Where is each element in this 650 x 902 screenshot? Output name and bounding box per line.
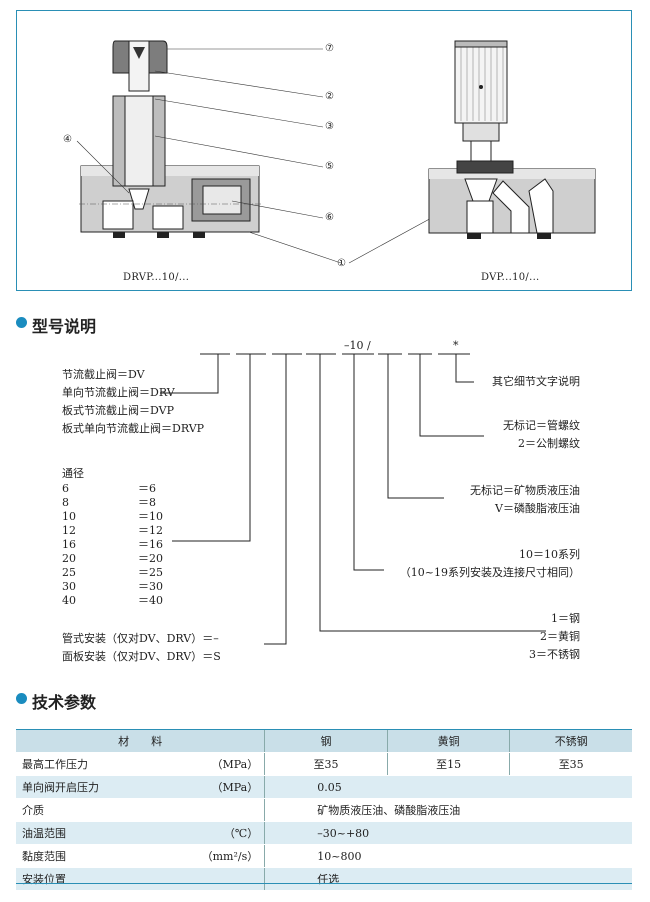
row-value-steel: 至35	[264, 752, 388, 776]
caption-dvp: DVP...10/...	[481, 272, 540, 283]
model-code-lines	[160, 353, 546, 645]
bore-value: ＝8	[138, 496, 156, 509]
bore-value: ＝30	[138, 580, 163, 593]
bullet-icon	[16, 317, 27, 328]
bore-value: ＝40	[138, 594, 163, 607]
bullet-icon	[16, 693, 27, 704]
bore-title: 通径	[62, 467, 84, 480]
row-name: 单向阀开启压力	[16, 775, 168, 799]
row-value-brass: 至15	[386, 752, 510, 776]
bore-value: ＝20	[138, 552, 163, 565]
valve-drawings	[76, 40, 596, 264]
row-unit: （mm²/s）	[167, 844, 265, 868]
label-thread-none: 无标记＝管螺纹	[503, 419, 580, 432]
label-other: 其它细节文字说明	[492, 375, 580, 388]
callout-4: ④	[63, 134, 72, 145]
bore-key: 10	[62, 510, 76, 523]
bore-key: 20	[62, 552, 76, 565]
bore-key: 16	[62, 538, 76, 551]
table-row: 介质 矿物质液压油、磷酸脂液压油	[16, 798, 632, 822]
table-bottom-rule	[16, 883, 632, 884]
row-value: 矿物质液压油、磷酸脂液压油	[264, 798, 632, 822]
mount-panel: 面板安装（仅对DV、DRV）＝S	[62, 650, 221, 663]
callout-1: ①	[337, 258, 346, 269]
row-value: –30~+80	[264, 821, 632, 845]
bore-key: 12	[62, 524, 76, 537]
bore-value: ＝12	[138, 524, 163, 537]
row-unit	[167, 867, 265, 891]
row-name: 安装位置	[16, 867, 168, 891]
tech-table: 材 料 钢 黄铜 不锈钢 最高工作压力 （MPa） 至35 至15 至35 单向…	[16, 729, 632, 891]
dvp-drawing	[428, 40, 596, 239]
row-value-ss: 至35	[509, 752, 632, 776]
label-mat-2: 2＝黄铜	[540, 630, 580, 643]
row-name: 油温范围	[16, 821, 168, 845]
callout-5: ⑤	[325, 161, 334, 172]
header-brass: 黄铜	[386, 729, 510, 753]
callout-3: ③	[325, 121, 334, 132]
callout-6: ⑥	[325, 212, 334, 223]
type-dvp: 板式节流截止阀＝DVP	[62, 404, 174, 417]
table-row: 最高工作压力 （MPa） 至35 至15 至35	[16, 752, 632, 776]
label-series: 10＝10系列	[519, 548, 580, 561]
label-mat-1: 1＝钢	[551, 612, 580, 625]
bore-value: ＝6	[138, 482, 156, 495]
table-header-row: 材 料 钢 黄铜 不锈钢	[16, 729, 632, 753]
bore-key: 8	[62, 496, 69, 509]
label-thread-2: 2＝公制螺纹	[518, 437, 580, 450]
table-row: 单向阀开启压力 （MPa） 0.05	[16, 775, 632, 799]
bore-key: 40	[62, 594, 76, 607]
row-value: 任选	[264, 867, 632, 891]
bore-value: ＝25	[138, 566, 163, 579]
label-series-note: （10~19系列安装及连接尺寸相同）	[399, 566, 580, 579]
table-row: 油温范围 （℃） –30~+80	[16, 821, 632, 845]
figure-frame: ⑦ ② ③ ⑤ ⑥ ① ④ DRVP...10/... DVP...10/...	[16, 10, 632, 291]
caption-drvp: DRVP...10/...	[123, 272, 190, 283]
label-fluid-none: 无标记＝矿物质液压油	[470, 484, 580, 497]
label-fluid-v: V＝磷酸脂液压油	[495, 502, 580, 515]
label-mat-3: 3＝不锈钢	[529, 648, 580, 661]
bore-key: 25	[62, 566, 76, 579]
header-ss: 不锈钢	[509, 729, 632, 753]
row-name: 最高工作压力	[16, 752, 168, 776]
type-dv: 节流截止阀＝DV	[62, 368, 145, 381]
type-drv: 单向节流截止阀＝DRV	[62, 386, 175, 399]
code-segment-10: –10 /	[344, 339, 371, 352]
code-segment-star: *	[453, 339, 459, 352]
row-unit: （MPa）	[167, 752, 265, 776]
bore-key: 6	[62, 482, 69, 495]
bore-key: 30	[62, 580, 76, 593]
row-unit: （MPa）	[167, 775, 265, 799]
mount-pipe: 管式安装（仅对DV、DRV）＝–	[62, 632, 219, 645]
callout-2: ②	[325, 91, 334, 102]
callout-7: ⑦	[325, 43, 334, 54]
header-material: 材 料	[16, 729, 265, 753]
bore-value: ＝10	[138, 510, 163, 523]
header-steel: 钢	[264, 729, 388, 753]
table-row: 黏度范围 （mm²/s） 10~800	[16, 844, 632, 868]
bore-value: ＝16	[138, 538, 163, 551]
row-name: 介质	[16, 798, 168, 822]
row-value: 10~800	[264, 844, 632, 868]
row-unit: （℃）	[167, 821, 265, 845]
table-row: 安装位置 任选	[16, 867, 632, 891]
row-value: 0.05	[264, 775, 632, 799]
row-name: 黏度范围	[16, 844, 168, 868]
tech-heading: 技术参数	[32, 693, 97, 712]
drvp-drawing	[76, 40, 436, 264]
row-unit	[167, 798, 265, 822]
type-drvp: 板式单向节流截止阀＝DRVP	[62, 422, 205, 435]
model-heading: 型号说明	[32, 317, 97, 336]
